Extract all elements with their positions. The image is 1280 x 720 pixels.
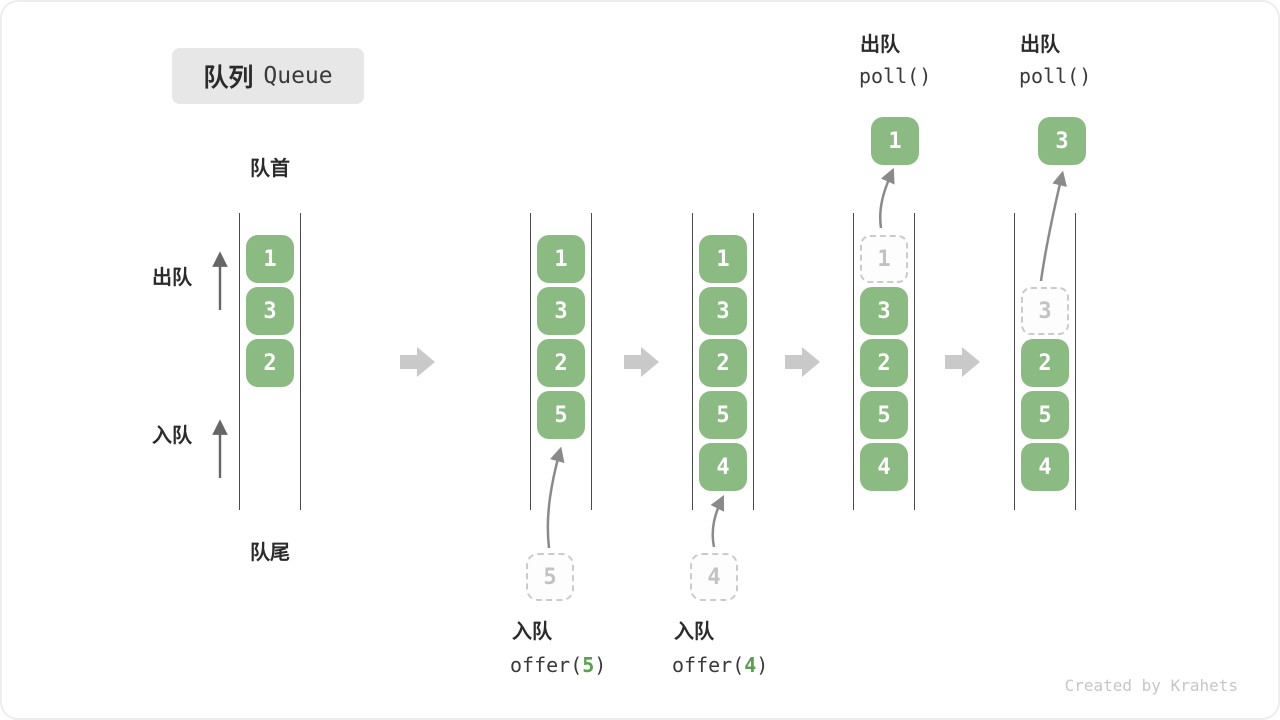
state-transition-arrow-icon <box>624 347 659 377</box>
element-value: 5 <box>716 402 730 428</box>
element-value: 2 <box>554 350 568 376</box>
title-badge: 队列 Queue <box>172 48 364 104</box>
element-value: 2 <box>263 350 277 376</box>
element-value: 1 <box>716 246 730 272</box>
queue-state-3: 1 3 2 5 4 <box>692 213 754 510</box>
queue-element: 2 <box>860 339 908 387</box>
removed-element: 1 <box>860 235 908 283</box>
element-value: 2 <box>1038 350 1052 376</box>
queue-element: 5 <box>699 391 747 439</box>
element-value: 2 <box>716 350 730 376</box>
dequeue1-label: 出队 <box>860 34 900 56</box>
element-value: 3 <box>1038 298 1052 324</box>
state-transition-arrow-icon <box>785 347 820 377</box>
queue-state-1: 1 3 2 <box>239 213 301 510</box>
element-value: 1 <box>263 246 277 272</box>
polled-element-1: 1 <box>871 117 919 165</box>
element-value: 1 <box>554 246 568 272</box>
queue-element: 5 <box>1021 391 1069 439</box>
element-value: 4 <box>707 564 721 590</box>
element-value: 3 <box>554 298 568 324</box>
credit-text: Created by Krahets <box>1064 676 1238 695</box>
queue-element: 2 <box>537 339 585 387</box>
state-transition-arrow-icon <box>945 347 980 377</box>
queue-state-2: 1 3 2 5 <box>530 213 592 510</box>
dequeue3-label: 出队 <box>1020 34 1060 56</box>
enqueue4-code: offer(4) <box>672 654 768 676</box>
enqueue5-label: 入队 <box>512 621 552 643</box>
dequeue-side-label: 出队 <box>152 267 192 289</box>
code-arg: 5 <box>582 653 595 677</box>
element-value: 3 <box>716 298 730 324</box>
queue-element: 5 <box>537 391 585 439</box>
code-text: offer( <box>510 653 583 677</box>
code-text: offer( <box>672 653 745 677</box>
element-value: 5 <box>543 564 557 590</box>
state-transition-arrow-icon <box>400 347 435 377</box>
queue-element: 3 <box>699 287 747 335</box>
queue-element: 1 <box>246 235 294 283</box>
queue-element: 1 <box>537 235 585 283</box>
element-value: 4 <box>716 454 730 480</box>
removed-element: 3 <box>1021 287 1069 335</box>
queue-element: 4 <box>1021 443 1069 491</box>
element-value: 4 <box>877 454 891 480</box>
queue-element: 4 <box>699 443 747 491</box>
queue-state-4: 1 3 2 5 4 <box>853 213 915 510</box>
element-value: 5 <box>877 402 891 428</box>
dequeue3-code: poll() <box>1019 64 1092 88</box>
queue-element: 2 <box>699 339 747 387</box>
queue-state-5: 3 2 5 4 <box>1014 213 1076 510</box>
queue-rear-label: 队尾 <box>250 542 290 564</box>
element-value: 3 <box>1055 128 1069 154</box>
title-chinese: 队列 <box>203 64 254 92</box>
code-arg: 4 <box>744 653 757 677</box>
queue-element: 3 <box>246 287 294 335</box>
queue-element: 1 <box>699 235 747 283</box>
element-value: 5 <box>1038 402 1052 428</box>
queue-front-label: 队首 <box>250 158 290 180</box>
incoming-element-4: 4 <box>690 553 738 601</box>
element-value: 3 <box>877 298 891 324</box>
element-value: 1 <box>877 246 891 272</box>
queue-element: 2 <box>1021 339 1069 387</box>
element-value: 1 <box>888 128 902 154</box>
element-value: 2 <box>877 350 891 376</box>
queue-element: 3 <box>860 287 908 335</box>
queue-element: 5 <box>860 391 908 439</box>
title-english: Queue <box>263 63 333 89</box>
code-text: ) <box>756 653 769 677</box>
queue-element: 2 <box>246 339 294 387</box>
incoming-element-5: 5 <box>526 553 574 601</box>
code-text: ) <box>594 653 607 677</box>
polled-element-3: 3 <box>1038 117 1086 165</box>
dequeue1-code: poll() <box>859 64 932 88</box>
enqueue-side-label: 入队 <box>152 425 192 447</box>
element-value: 3 <box>263 298 277 324</box>
enqueue4-label: 入队 <box>674 621 714 643</box>
element-value: 4 <box>1038 454 1052 480</box>
element-value: 5 <box>554 402 568 428</box>
queue-element: 4 <box>860 443 908 491</box>
enqueue5-code: offer(5) <box>510 654 606 676</box>
queue-element: 3 <box>537 287 585 335</box>
